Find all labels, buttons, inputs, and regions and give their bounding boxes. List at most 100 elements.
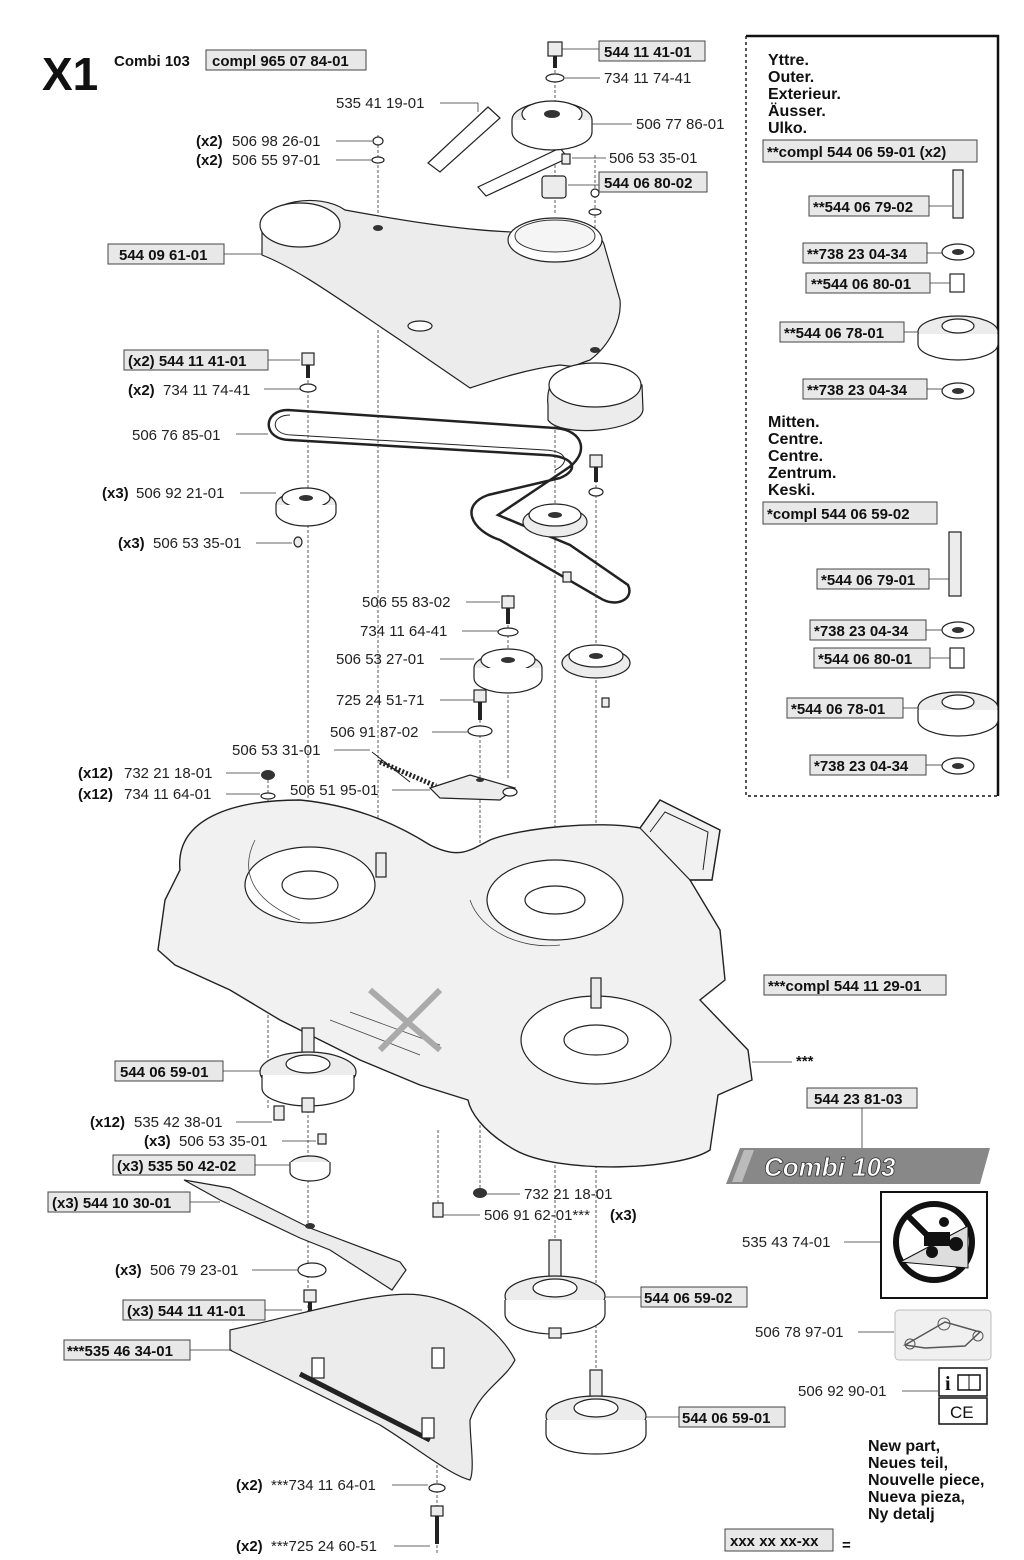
label-544-06-59-01-left: 544 06 59-01 <box>120 1064 208 1081</box>
label-544-10-30-01: (x3) 544 10 30-01 <box>52 1195 171 1212</box>
no-slope-mowing-warning-icon <box>880 1191 988 1299</box>
new-part-legend: New part, Neues teil, Nouvelle piece, Nu… <box>724 1438 985 1554</box>
label-544-11-41-01-mid: (x2) 544 11 41-01 <box>128 353 246 370</box>
label-544-11-41-01-top: 544 11 41-01 <box>604 44 692 61</box>
label-725-24-60-51: ***725 24 60-51 <box>271 1538 377 1555</box>
inset-center-part-5: *738 23 04-34 <box>814 758 909 775</box>
inset-outer-part-4: **544 06 78-01 <box>784 325 884 342</box>
inset-outer-part-5: **738 23 04-34 <box>807 382 908 399</box>
inset-outer-line-2: Outer. <box>768 69 814 86</box>
inset-center-part-1: *544 06 79-01 <box>821 572 915 589</box>
inset-outer-line-4: Äusser. <box>768 102 826 120</box>
label-506-51-95-01: 506 51 95-01 <box>290 782 378 799</box>
label-544-09-61-01: 544 09 61-01 <box>119 247 207 264</box>
label-506-53-35-01-mid: 506 53 35-01 <box>153 535 241 552</box>
inset-center-line-3: Centre. <box>768 448 823 465</box>
inset-outer-part-1: **544 06 79-02 <box>813 199 913 216</box>
label-544-06-80-02: 544 06 80-02 <box>604 175 692 192</box>
inset-center-part-3: *544 06 80-01 <box>818 651 912 668</box>
belt-cover <box>259 199 644 432</box>
label-stars: *** <box>796 1053 814 1070</box>
label-506-53-35-01-top: 506 53 35-01 <box>609 150 697 167</box>
label-734-11-64-01-low: ***734 11 64-01 <box>271 1477 376 1494</box>
baffle-plate <box>229 1293 516 1544</box>
label-732-21-18-01-low: 732 21 18-01 <box>524 1186 612 1203</box>
compl-box <box>205 49 367 71</box>
qty-734-11-64-01-low: (x2) <box>236 1477 263 1494</box>
label-535-43-74-01: 535 43 74-01 <box>742 1234 830 1251</box>
legend-sample: xxx xx xx-xx <box>730 1533 819 1550</box>
label-544-06-59-01-bottom: 544 06 59-01 <box>682 1410 770 1427</box>
label-734-11-64-01: 734 11 64-01 <box>124 786 211 803</box>
left-upper-fasteners <box>299 352 604 497</box>
qty-535-42-38-01: (x12) <box>90 1114 125 1131</box>
inset-center-line-2: Centre. <box>768 431 823 448</box>
label-compl-544-11-29-01: ***compl 544 11 29-01 <box>768 978 921 995</box>
compl-number: compl 965 07 84-01 <box>212 53 349 70</box>
svg-text:i: i <box>945 1373 951 1395</box>
label-734-11-74-41-mid: 734 11 74-41 <box>163 382 250 399</box>
qty-506-79-23-01: (x3) <box>115 1262 142 1279</box>
qty-734-11-74-41-mid: (x2) <box>128 382 155 399</box>
mower-blade <box>183 1179 407 1316</box>
spindle-inset: Yttre. Outer. Exterieur. Äusser. Ulko. *… <box>745 34 1000 797</box>
legend-line-4: Nueva pieza, <box>868 1489 965 1506</box>
label-506-92-21-01: 506 92 21-01 <box>136 485 224 502</box>
inset-center-line-1: Mitten. <box>768 414 820 431</box>
inset-outer-part-3: **544 06 80-01 <box>811 276 911 293</box>
label-506-92-90-01: 506 92 90-01 <box>798 1383 886 1400</box>
tension-pulley-group <box>260 595 631 801</box>
qty-734-11-64-01: (x12) <box>78 786 113 803</box>
manual-info-icon: i <box>938 1367 988 1397</box>
label-535-41-19-01: 535 41 19-01 <box>336 95 424 112</box>
label-544-06-59-02: 544 06 59-02 <box>644 1290 732 1307</box>
part-labels: 544 11 41-01 734 11 74-41 535 41 19-01 5… <box>47 40 947 1555</box>
qty-506-98-26-01: (x2) <box>196 133 223 150</box>
label-544-23-81-03: 544 23 81-03 <box>814 1091 902 1108</box>
label-535-50-42-02: (x3) 535 50 42-02 <box>117 1158 236 1175</box>
label-506-53-27-01: 506 53 27-01 <box>336 651 424 668</box>
label-544-11-41-01-low: (x3) 544 11 41-01 <box>127 1303 245 1320</box>
label-506-76-85-01: 506 76 85-01 <box>132 427 220 444</box>
top-pulley-group <box>371 41 602 216</box>
inset-center-line-5: Keski. <box>768 482 815 499</box>
bottom-spindles <box>432 1188 647 1455</box>
label-732-21-18-01: 732 21 18-01 <box>124 765 212 782</box>
label-535-46-34-01: ***535 46 34-01 <box>67 1343 173 1360</box>
label-506-79-23-01: 506 79 23-01 <box>150 1262 238 1279</box>
inset-center-part-4: *544 06 78-01 <box>791 701 885 718</box>
inset-outer-line-1: Yttre. <box>768 52 809 69</box>
model-banner: Combi 103 <box>726 1148 990 1184</box>
label-506-53-31-01: 506 53 31-01 <box>232 742 320 759</box>
idler-pulleys <box>275 487 588 583</box>
qty-506-53-35-01-mid: (x3) <box>118 535 145 552</box>
legend-line-1: New part, <box>868 1438 940 1455</box>
label-506-55-83-02: 506 55 83-02 <box>362 594 450 611</box>
ce-mark-text: CE <box>950 1403 974 1422</box>
label-506-91-87-02: 506 91 87-02 <box>330 724 418 741</box>
model-name: Combi 103 <box>114 53 190 70</box>
legend-line-3: Nouvelle piece, <box>868 1472 985 1489</box>
qty-732-21-18-01: (x12) <box>78 765 113 782</box>
inset-outer-part-2: **738 23 04-34 <box>807 246 908 263</box>
legend-line-2: Neues teil, <box>868 1455 948 1472</box>
inset-center-compl: *compl 544 06 59-02 <box>767 506 910 523</box>
drive-belt <box>267 408 631 604</box>
qty-506-92-21-01: (x3) <box>102 485 129 502</box>
label-734-11-64-41: 734 11 64-41 <box>360 623 447 640</box>
label-734-11-74-41-top: 734 11 74-41 <box>604 70 691 87</box>
label-506-98-26-01: 506 98 26-01 <box>232 133 320 150</box>
label-725-24-51-71: 725 24 51-71 <box>336 692 424 709</box>
inset-center-line-4: Zentrum. <box>768 465 836 482</box>
left-spindle <box>259 1027 357 1182</box>
label-506-78-97-01: 506 78 97-01 <box>755 1324 843 1341</box>
label-506-77-86-01: 506 77 86-01 <box>636 116 724 133</box>
inset-outer-compl: **compl 544 06 59-01 (x2) <box>767 144 946 161</box>
inset-center-part-2: *738 23 04-34 <box>814 623 909 640</box>
legend-equals: = <box>842 1537 851 1554</box>
qty-506-55-97-01: (x2) <box>196 152 223 169</box>
legend-line-5: Ny detalj <box>868 1506 935 1523</box>
label-506-55-97-01: 506 55 97-01 <box>232 152 320 169</box>
banner-text: Combi 103 <box>764 1152 896 1182</box>
